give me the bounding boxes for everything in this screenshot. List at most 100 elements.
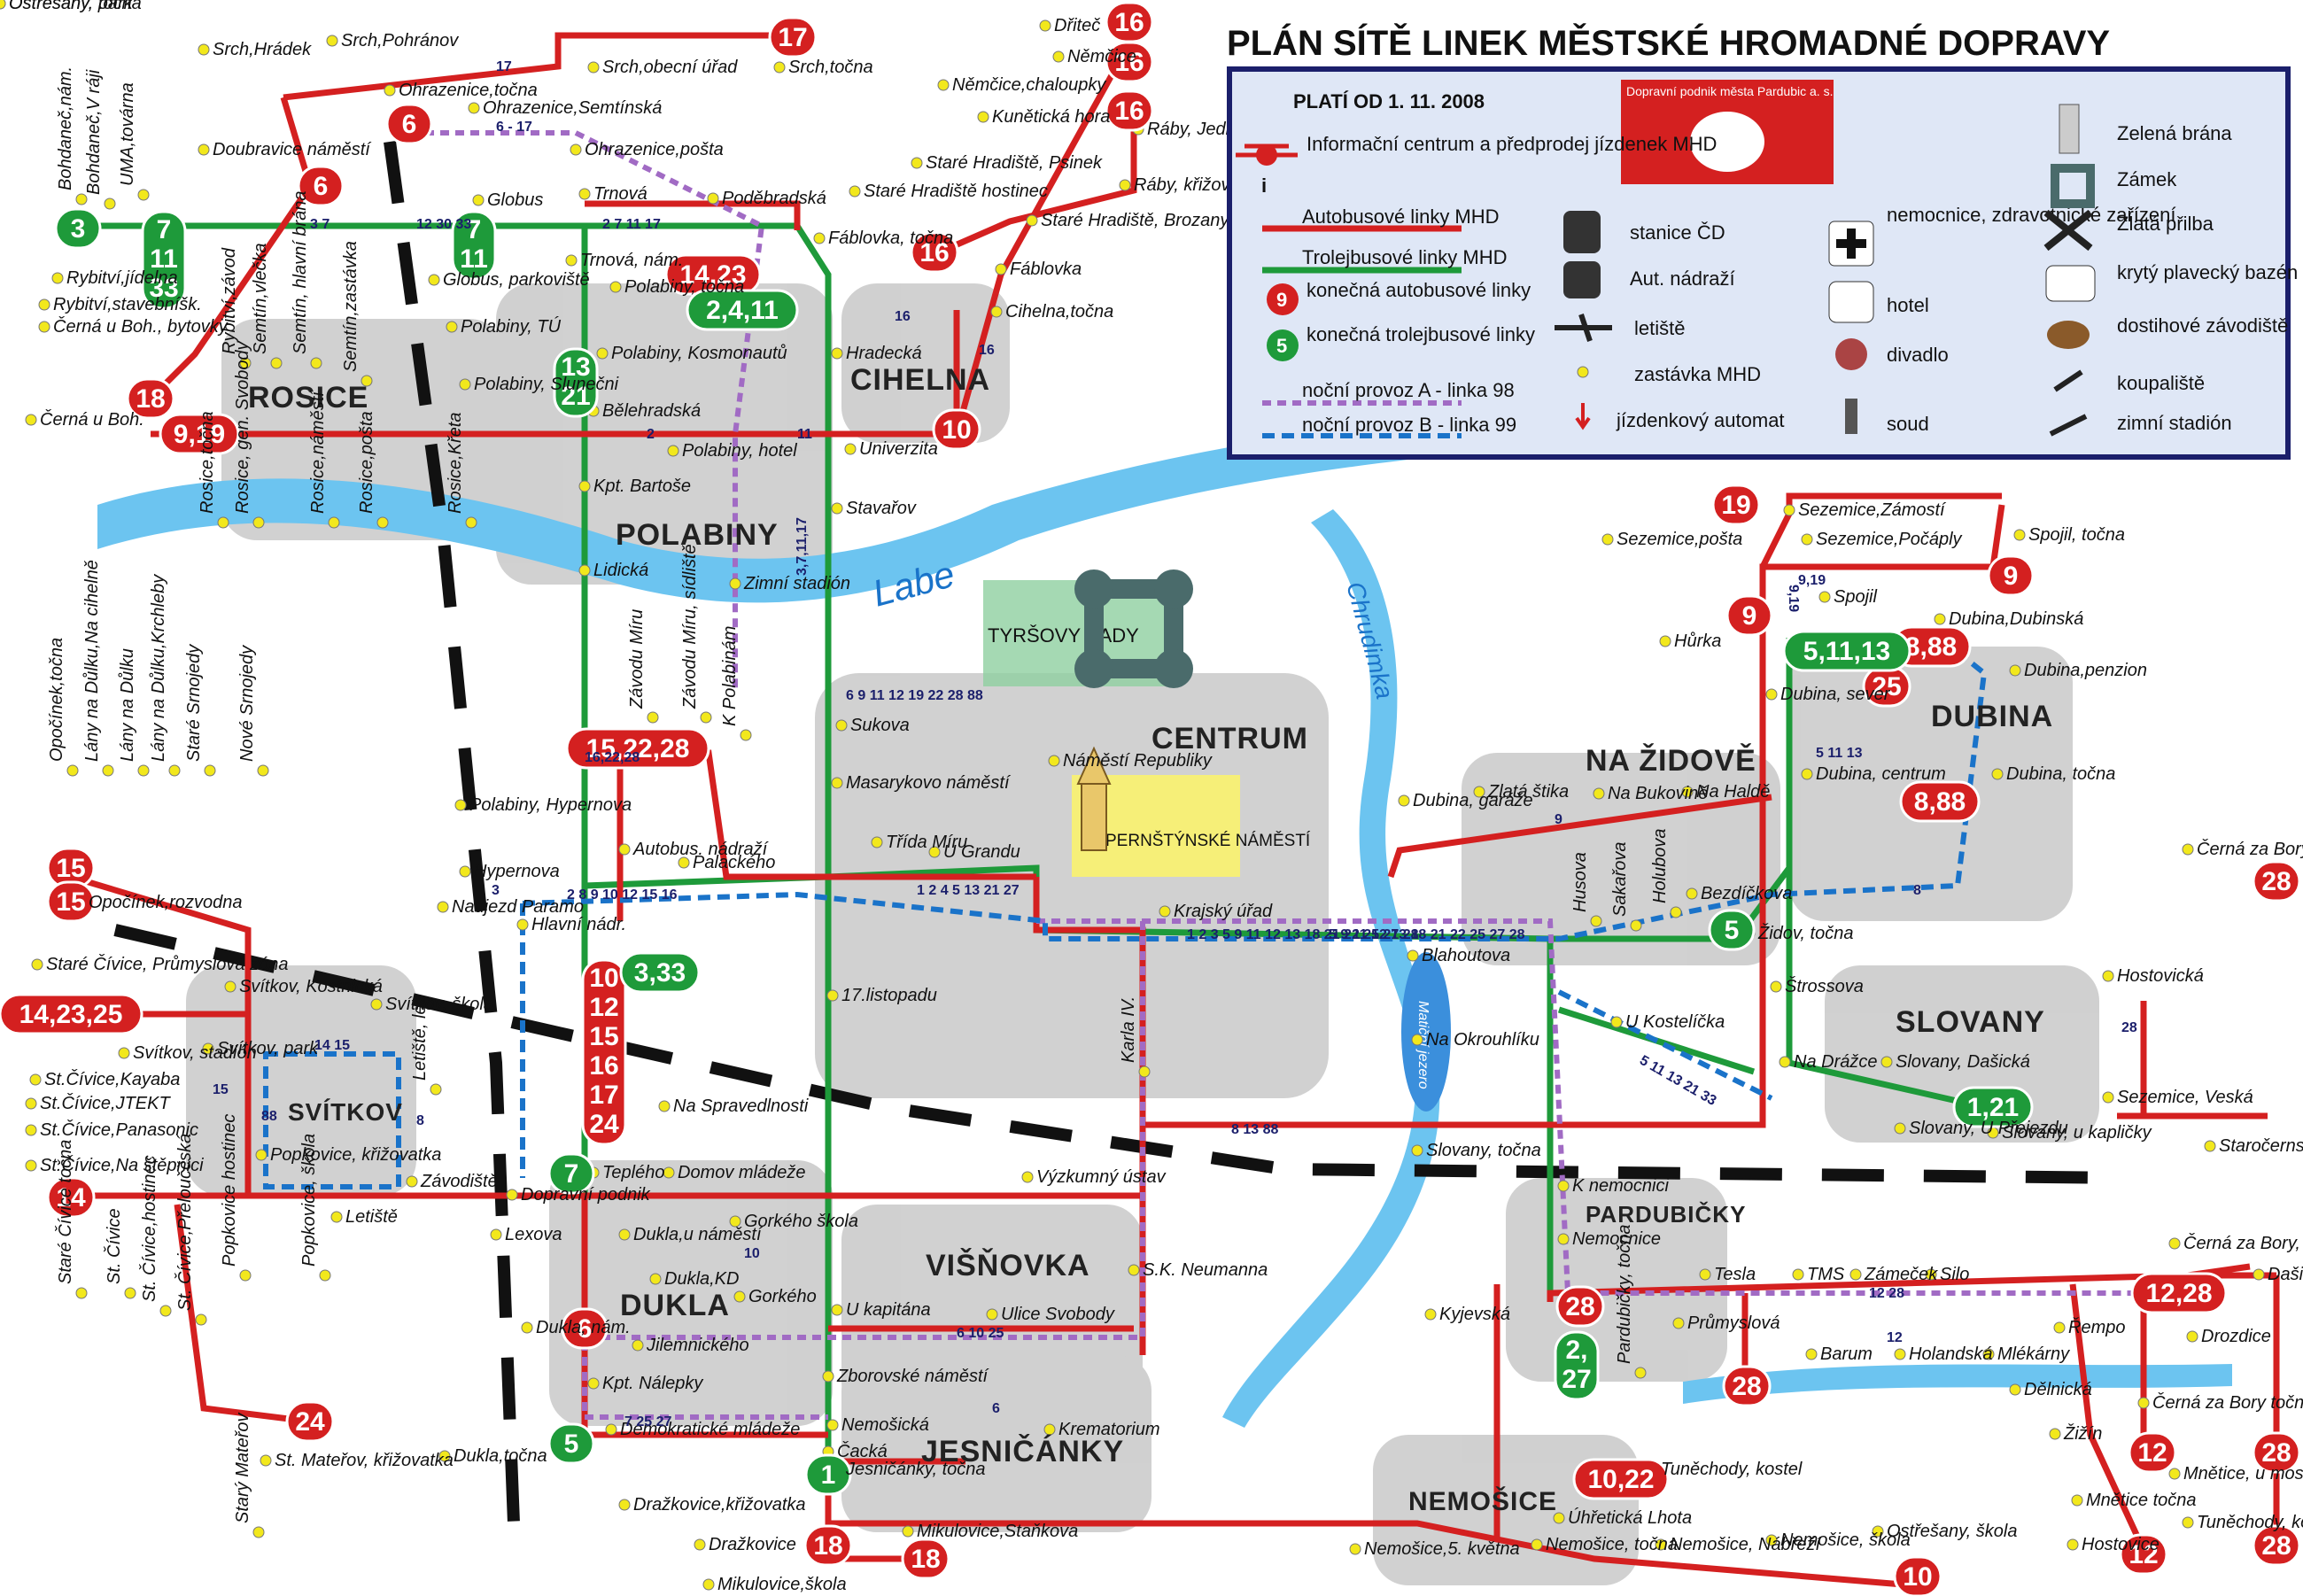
stop-label: Semtín,vlečka [251, 243, 270, 354]
stop-dot [831, 777, 843, 789]
legend-hospital-text: nemocnice, zdravotnické zařízení [1887, 204, 2176, 226]
stop-label: Mnětice točna [2086, 1491, 2197, 1510]
district-label: DUBINA [1931, 700, 2053, 733]
stop-label: Popkovice, škola [299, 1134, 319, 1267]
terminal-number: 5 [1725, 916, 1740, 945]
stop-dot [2049, 1428, 2061, 1440]
stop-dot [252, 1526, 265, 1538]
stop-label: Bohdaneč,nám. [56, 66, 75, 190]
stop-label: Dukla,točna [454, 1446, 547, 1466]
stop-dot [733, 1290, 746, 1303]
terminal-number: 16 [589, 1051, 618, 1081]
stop-dot [1849, 1268, 1862, 1281]
stop-label: Popkovice hostinec [220, 1114, 239, 1267]
stop-label: Gorkého škola [744, 1212, 858, 1231]
terminal-number: 7 [157, 215, 172, 244]
stop-label: Dubina, točna [2006, 764, 2115, 784]
legend-airport-text: letiště [1634, 317, 1685, 339]
stop-label: Nové Srnojedy [237, 645, 257, 762]
stop-label: U kapitána [846, 1300, 931, 1320]
svg-text:i: i [1261, 174, 1267, 197]
stop-label: Sukova [850, 716, 910, 735]
stop-dot [1349, 1543, 1361, 1555]
stop-dot [459, 865, 471, 878]
stop-dot [928, 846, 941, 858]
stop-label: Na Okrouhlíku [1426, 1030, 1539, 1050]
stop-label: Krajský úřad [1174, 902, 1273, 921]
terminal-number: 14,23 [679, 260, 746, 290]
landmarks: TYRŠOVY SADY PERNŠTÝNSKÉ NÁMĚSTÍ [983, 569, 1311, 877]
stop-dot [118, 1047, 130, 1059]
legend-info-text: Informační centrum a předprodej jízdenek… [1307, 133, 1717, 155]
stop-label: Lány na Důlku [118, 648, 137, 762]
legend-greengate-text: Zelená brána [2117, 122, 2232, 144]
stop-dot [995, 263, 1007, 275]
stop-label: Kpt. Nálepky [602, 1374, 703, 1393]
stop-label: U Grandu [943, 842, 1020, 862]
line-number-label: 10 [744, 1246, 760, 1261]
legend-valid-from: PLATÍ OD 1. 11. 2008 [1293, 90, 1485, 112]
stop-label: Černá u Boh., bytovky [53, 316, 229, 337]
district-label: JESNIČÁNKY [921, 1434, 1124, 1468]
legend-castle-text: Zámek [2117, 168, 2177, 190]
bus-terminal-marker: 24 [285, 1400, 335, 1443]
stop-label: Židov, točna [1757, 923, 1853, 943]
stop-dot [2071, 1494, 2083, 1507]
stop-dot [239, 357, 252, 369]
stop-dot [428, 274, 440, 286]
district-label: DUKLA [620, 1289, 730, 1322]
stop-label: Ohrazenice,pošta [585, 140, 724, 159]
stop-label: Na Spravedlnosti [673, 1096, 809, 1116]
stop-label: Lidická [593, 561, 648, 580]
stop-dot-icon [1577, 366, 1589, 378]
stop-dot [361, 375, 373, 387]
stop-label: Drozdice [2201, 1327, 2271, 1346]
stop-label: Srch,točna [788, 58, 873, 77]
terminal-number: 3 [71, 214, 86, 244]
stop-label: Popkovice, křižovatka [270, 1145, 441, 1165]
stop-label: Dubina, sever [1780, 685, 1891, 704]
stop-label: Mlékárny [1997, 1344, 2070, 1364]
stop-dot [198, 43, 210, 56]
stop-label: Hostovická [2117, 966, 2204, 986]
stop-label: Ohrazenice,Semtínská [483, 98, 662, 118]
stop-label: Palackého [693, 853, 775, 872]
legend-trolley-text: Trolejbusové linky MHD [1302, 246, 1507, 268]
line-number-label: 28 [2121, 1020, 2137, 1035]
stop-dot [1531, 1538, 1543, 1551]
line-number-label: 5 11 13 21 33 [1637, 1053, 1719, 1109]
terminal-number: 3,33 [634, 958, 686, 988]
stop-dot [587, 1377, 600, 1390]
terminal-number: 13 [561, 353, 590, 382]
stop-dot [658, 1100, 671, 1112]
bus-terminal-marker: 10,22 [1572, 1458, 1670, 1500]
stop-dot [844, 443, 857, 455]
stop-dot [1699, 1268, 1711, 1281]
terminal-number: 12 [589, 993, 618, 1022]
stop-dot [2253, 1268, 2265, 1281]
district-label: CIHELNA [850, 363, 990, 397]
stop-label: Zborovské náměstí [836, 1367, 990, 1386]
stop-label: Jilemnického [646, 1336, 749, 1355]
stop-dot [1473, 786, 1485, 798]
bus-terminal-marker: 16 [910, 231, 959, 274]
stop-label: Na Drážce [1794, 1052, 1877, 1072]
svg-text:Dopravní podnik města Pardubic: Dopravní podnik města Pardubic a. s. [1626, 84, 1833, 98]
terminal-number: 25 [1872, 672, 1901, 701]
stop-dot [1872, 1525, 1884, 1538]
stop-label: Dubina,penzion [2024, 661, 2147, 680]
legend-stop-text: zastávka MHD [1634, 363, 1761, 385]
terminal-number: 14,23,25 [19, 1000, 123, 1029]
stop-label: Trnová [593, 184, 647, 204]
bus-terminal-marker: 14,23 [664, 253, 762, 296]
bus-terminal-marker: 10 [932, 408, 981, 451]
stop-label: Demokratické mládeže [620, 1420, 800, 1439]
stop-label: Polabiny, Slunečni [474, 375, 619, 394]
info-icon: i [1236, 143, 1298, 197]
stop-label: Staré Hradiště, Psinek [926, 153, 1103, 173]
bus-terminal-marker: 14,23,25 [0, 993, 143, 1035]
stop-dot [25, 1159, 37, 1172]
bus-terminal-marker: 15 [46, 880, 96, 923]
legend-night-b-text: noční provoz B - linka 99 [1302, 414, 1516, 436]
stop-label: Holandská [1909, 1344, 1993, 1364]
